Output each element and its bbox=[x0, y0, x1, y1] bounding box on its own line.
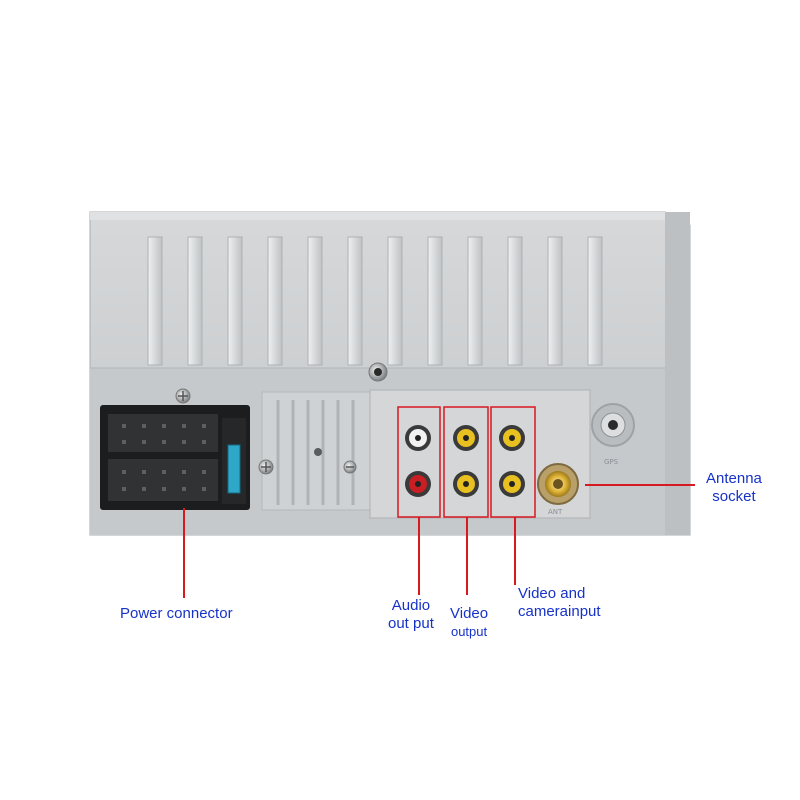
power-connector-label: Power connector bbox=[120, 605, 233, 622]
heatsink-fin bbox=[587, 236, 603, 366]
rca-jack-video-out-2 bbox=[453, 471, 479, 497]
audio-output-leader bbox=[418, 517, 420, 595]
video-output-label: Video output bbox=[450, 605, 489, 639]
heatsink-fin bbox=[307, 236, 323, 366]
heatsink-fin bbox=[427, 236, 443, 366]
heatsink-fin bbox=[187, 236, 203, 366]
heatsink-fins bbox=[147, 236, 603, 366]
video-output-leader bbox=[466, 517, 468, 595]
rca-jack-audio-red bbox=[405, 471, 431, 497]
heatsink-fin bbox=[147, 236, 163, 366]
heatsink-fin bbox=[547, 236, 563, 366]
heatsink-fin bbox=[507, 236, 523, 366]
screw bbox=[314, 448, 322, 456]
gps-socket: GPS bbox=[591, 403, 635, 466]
video-camera-input-label: Video and camerainput bbox=[518, 585, 601, 620]
rca-jack-video-out-1 bbox=[453, 425, 479, 451]
fuse bbox=[227, 444, 241, 494]
heatsink-fin bbox=[227, 236, 243, 366]
ant-print: ANT bbox=[548, 508, 563, 516]
antenna-socket-leader bbox=[585, 484, 695, 486]
rca-jack-camera-in bbox=[499, 425, 525, 451]
rca-jacks bbox=[405, 425, 525, 497]
heatsink-fin bbox=[347, 236, 363, 366]
power-connector-leader bbox=[183, 508, 185, 598]
gps-print: GPS bbox=[604, 458, 619, 466]
audio-output-label: Audio out put bbox=[388, 597, 434, 632]
video-camera-input-leader bbox=[514, 517, 516, 585]
rca-jack-video-in bbox=[499, 471, 525, 497]
antenna-socket: ANT bbox=[537, 463, 579, 516]
heatsink-fin bbox=[387, 236, 403, 366]
heatsink-fin bbox=[467, 236, 483, 366]
rca-jack-audio-white bbox=[405, 425, 431, 451]
heatsink-fin bbox=[267, 236, 283, 366]
power-connector bbox=[100, 405, 250, 510]
antenna-socket-label: Antenna socket bbox=[706, 470, 762, 505]
